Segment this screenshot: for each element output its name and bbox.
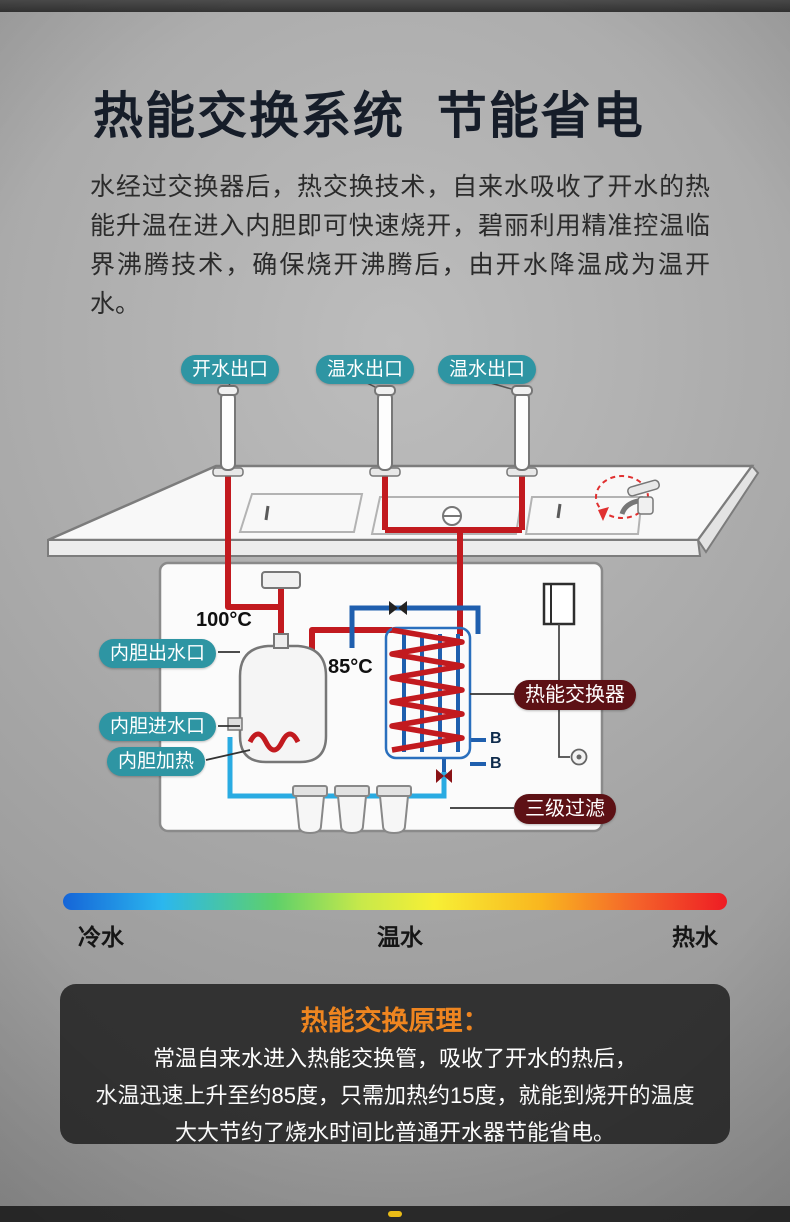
legend-warm: 温水: [377, 924, 423, 950]
label-warm-outlet-2: 温水出口: [437, 355, 537, 384]
valve-icon: [389, 601, 398, 615]
top-divider: [0, 0, 790, 12]
faucet-warm-2: [506, 385, 538, 477]
temperature-gradient-bar: [63, 893, 727, 910]
heating-element-icon: [247, 731, 301, 753]
principle-line-3: 大大节约了烧水时间比普通开水器节能省电。: [174, 1120, 615, 1145]
page-title: 热能交换系统 节能省电: [93, 88, 645, 144]
principle-title: 热能交换原理：: [300, 1006, 490, 1036]
principle-line-1: 常温自来水进入热能交换管，吸收了开水的热后，: [152, 1046, 637, 1071]
label-tank-outlet: 内胆出水口: [99, 639, 217, 668]
label-warm-outlet-1: 温水出口: [315, 355, 415, 384]
intro-text: 水经过交换器后，热交换技术，自来水吸收了开水的热能升温在进入内胆即可快速烧开，碧…: [90, 173, 710, 318]
principle-box: 热能交换原理： 常温自来水进入热能交换管，吸收了开水的热后， 水温迅速上升至约8…: [60, 984, 730, 1145]
sink-countertop: [47, 464, 760, 557]
valve-icon: [436, 769, 444, 783]
tap-handle: [595, 475, 660, 521]
temp-100c: 100°C: [196, 609, 252, 631]
label-three-stage-filter: 三级过滤: [514, 794, 616, 824]
legend-cold: 冷水: [78, 924, 124, 950]
bottom-divider: [0, 1206, 790, 1222]
faucets: [212, 381, 538, 477]
label-boiling-outlet: 开水出口: [180, 355, 280, 384]
port-mark-b1: B: [490, 730, 502, 747]
legend-hot: 热水: [672, 924, 718, 950]
temp-85c: 85°C: [328, 656, 373, 678]
principle-line-2: 水温迅速上升至约85度，只需加热约15度，就能到烧开的温度: [95, 1083, 695, 1108]
label-tank-inlet: 内胆进水口: [99, 712, 217, 741]
inner-tank: [227, 571, 328, 764]
power-box: [542, 582, 588, 766]
label-tank-heating: 内胆加热: [107, 747, 206, 776]
leader-lines: [205, 651, 514, 809]
rotate-arrow-icon: [598, 507, 609, 521]
filter-cartridges: [292, 785, 412, 835]
faucet-warm-1: [369, 385, 401, 477]
faucet-boiling: [212, 385, 244, 477]
port-mark-b2: B: [490, 755, 502, 772]
label-heat-exchanger: 热能交换器: [514, 680, 636, 710]
bottom-accent-mark: [388, 1211, 402, 1217]
heat-exchanger-coil: [384, 626, 472, 760]
